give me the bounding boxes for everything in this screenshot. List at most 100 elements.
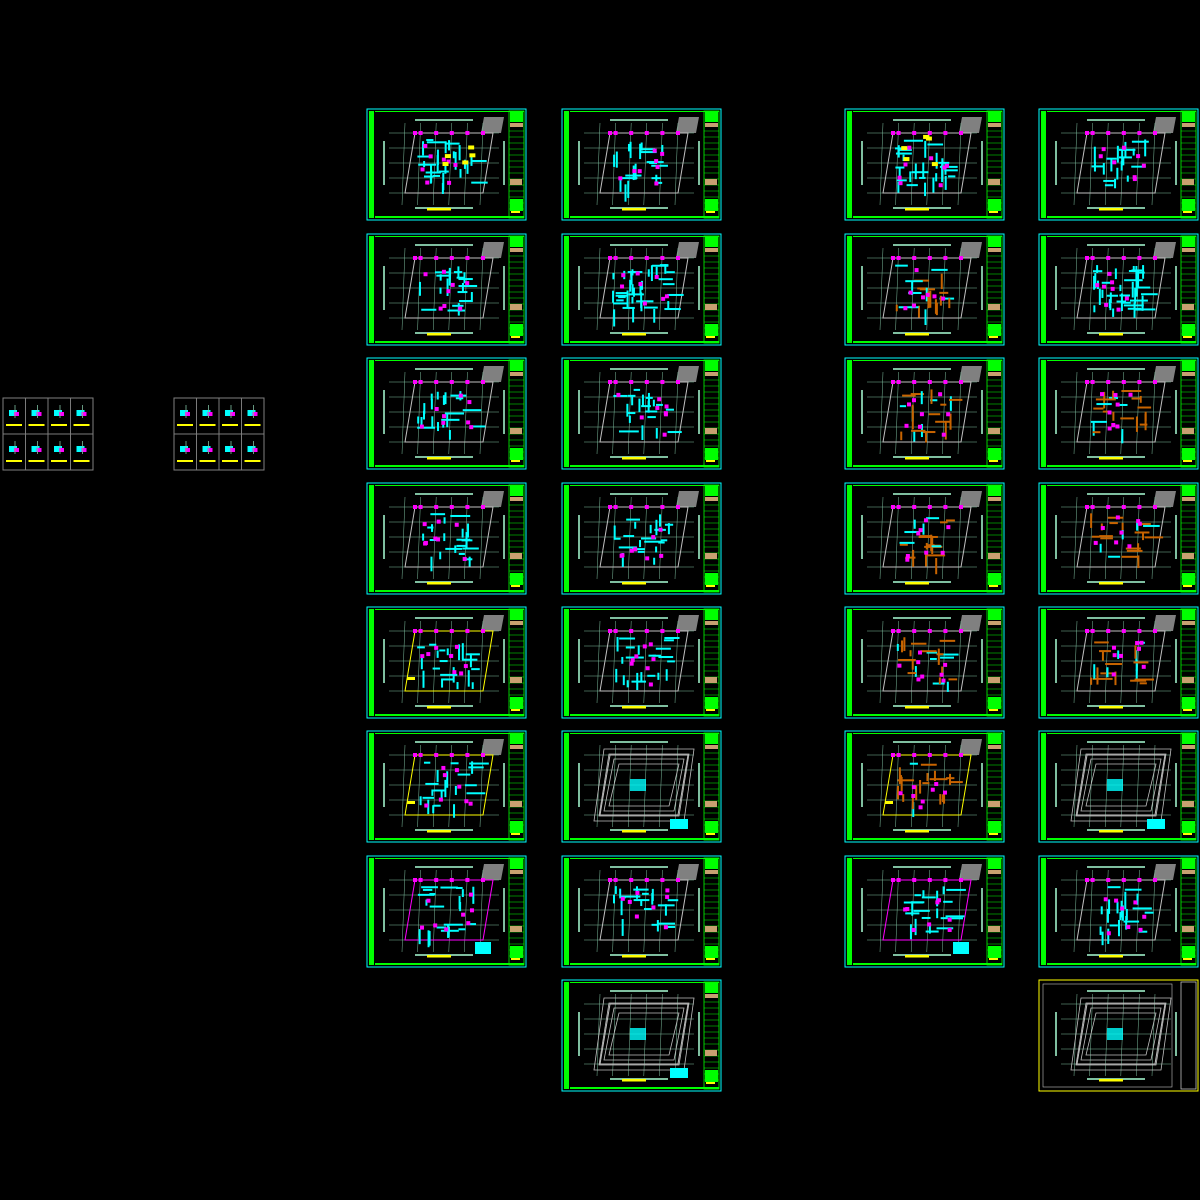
column-marker <box>676 629 680 633</box>
drawing-sheet-ring[interactable] <box>1038 730 1199 843</box>
title-block <box>1180 857 1197 966</box>
duct-segment <box>905 912 920 915</box>
dimension-chain-top <box>1087 990 1145 992</box>
column-marker <box>959 380 963 384</box>
duct-segment <box>1091 165 1105 168</box>
column-marker <box>608 505 612 509</box>
drawing-sheet-cyan[interactable] <box>1038 855 1199 968</box>
column-marker <box>912 629 917 633</box>
duct-segment <box>895 166 905 169</box>
drawing-sheet-orange[interactable] <box>1038 357 1199 470</box>
title-block-company <box>988 372 1001 376</box>
duct-segment <box>1093 664 1096 679</box>
drawing-sheet-cyan[interactable] <box>366 482 527 595</box>
duct-segment <box>933 770 936 781</box>
title-block-field <box>705 926 717 932</box>
duct-segment <box>902 794 905 802</box>
drawing-sheet-cyan[interactable] <box>366 233 527 346</box>
drawing-sheet-ring-plain[interactable] <box>1038 979 1199 1092</box>
equipment-tag <box>441 157 446 162</box>
drawing-sheet-magenta[interactable] <box>844 855 1005 968</box>
duct-segment <box>427 930 430 948</box>
equipment-tag <box>1115 424 1120 429</box>
dimension-chain-right <box>698 390 700 434</box>
dimension-chain-left <box>383 888 385 932</box>
title-block-company <box>988 621 1001 625</box>
drawing-sheet-dense[interactable] <box>561 233 722 346</box>
duct-segment <box>417 893 435 896</box>
drawing-sheet-dense[interactable] <box>1038 233 1199 346</box>
drawing-sheet-orange[interactable] <box>844 357 1005 470</box>
duct-segment <box>619 888 622 897</box>
duct-segment <box>421 308 437 311</box>
equipment-tag <box>1115 402 1120 407</box>
dimension-chain-left <box>383 515 385 559</box>
dimension-chain-top <box>610 741 668 743</box>
duct-segment <box>1108 899 1111 914</box>
duct-segment <box>461 528 464 538</box>
duct-segment <box>1137 555 1140 569</box>
duct-segment <box>1100 537 1113 540</box>
duct-segment <box>655 428 658 439</box>
drawing-sheet-orange[interactable] <box>844 482 1005 595</box>
axis-grid-line <box>643 371 648 455</box>
key-plan-thumbnail <box>481 864 504 880</box>
title-block-stamp <box>705 199 718 211</box>
duct-segment <box>936 908 939 919</box>
equipment-tag <box>446 289 451 294</box>
title-block-company <box>510 497 523 501</box>
axis-grid-line <box>596 869 601 953</box>
drawing-sheet-cyan[interactable] <box>561 606 722 719</box>
drawing-sheet-ring[interactable] <box>561 730 722 843</box>
drawing-sheet-orange[interactable] <box>1038 482 1199 595</box>
drawing-sheet-orange[interactable] <box>844 233 1005 346</box>
drawing-sheet-cyan-yellow[interactable] <box>366 730 527 843</box>
sheet-bottom-border <box>570 838 719 840</box>
drawing-sheet-cyan[interactable] <box>561 855 722 968</box>
duct-segment <box>658 541 665 544</box>
duct-segment <box>919 176 926 179</box>
duct-segment <box>1135 416 1138 432</box>
drawing-title-label <box>1099 706 1123 709</box>
duct-detail <box>31 446 40 452</box>
drawing-sheet-orange[interactable] <box>1038 606 1199 719</box>
drawing-sheet-orange-yellow[interactable] <box>844 730 1005 843</box>
drawing-sheet-orange-cyan[interactable] <box>844 606 1005 719</box>
duct-segment <box>904 531 919 534</box>
column-marker <box>676 505 680 509</box>
drawing-sheet-site[interactable] <box>366 108 527 221</box>
drawing-title-label <box>622 582 646 585</box>
drawing-sheet-cyan[interactable] <box>1038 108 1199 221</box>
drawing-title-label <box>427 333 451 336</box>
drawing-sheet-site[interactable] <box>844 108 1005 221</box>
equipment-tag <box>916 531 921 536</box>
duct-segment <box>949 398 963 401</box>
sheet-top-border <box>570 858 719 859</box>
dimension-chain-left <box>383 141 385 185</box>
title-block-stamp <box>705 821 718 833</box>
drawing-sheet-cyan-yellow[interactable] <box>366 606 527 719</box>
duct-segment <box>1139 395 1142 403</box>
drawing-sheet-magenta[interactable] <box>366 855 527 968</box>
drawing-sheet-cyan[interactable] <box>561 357 722 470</box>
equipment-tag <box>1112 653 1117 658</box>
duct-segment <box>466 923 477 926</box>
axis-grid-line <box>674 869 679 953</box>
duct-segment <box>1108 555 1121 558</box>
duct-segment <box>935 152 938 169</box>
sheet-left-strip <box>847 609 852 716</box>
sheet-bottom-border <box>375 465 524 467</box>
duct-segment <box>1132 148 1135 156</box>
duct-segment <box>647 400 650 413</box>
drawing-sheet-cyan[interactable] <box>366 357 527 470</box>
duct-segment <box>1134 645 1137 659</box>
ramp-ring <box>598 753 690 817</box>
title-block-frame <box>1180 484 1197 593</box>
drawing-sheet-cyan[interactable] <box>561 482 722 595</box>
drawing-sheet-ring[interactable] <box>561 979 722 1092</box>
duct-segment <box>942 886 945 895</box>
drawing-sheet-cyan[interactable] <box>561 108 722 221</box>
duct-segment <box>627 180 630 198</box>
site-annotation <box>442 162 449 167</box>
